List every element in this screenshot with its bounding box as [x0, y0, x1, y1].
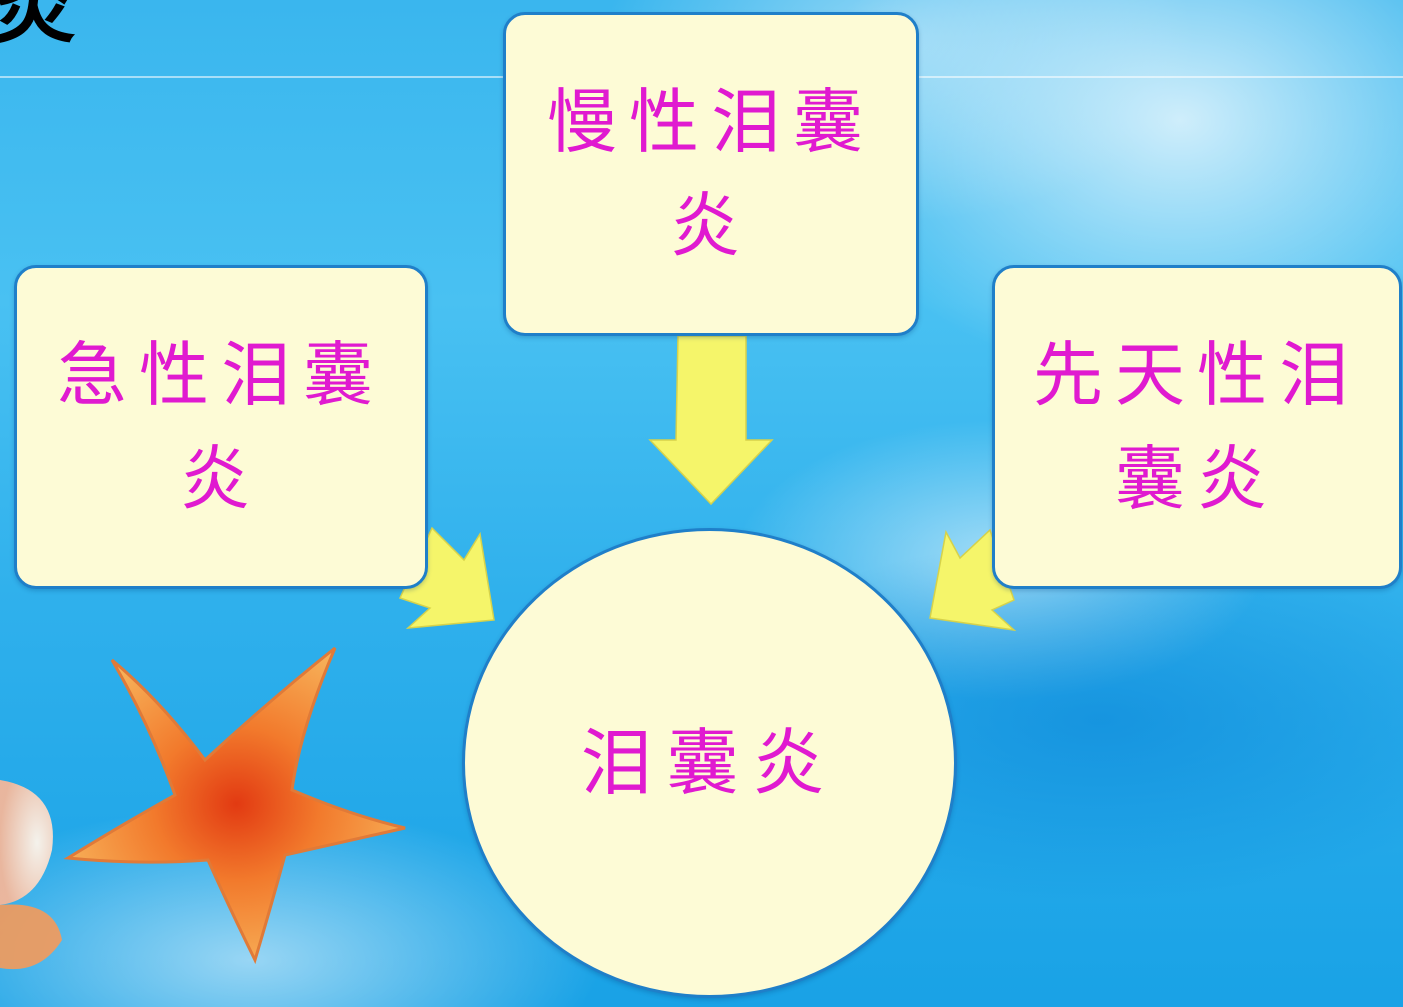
starfish-icon [63, 646, 406, 965]
node-label-acute: 急性泪囊炎 [57, 334, 385, 520]
slide-title-fragment: 炎 [0, 0, 77, 55]
node-acute-dacryocystitis: 急性泪囊炎 [14, 265, 428, 589]
arrow-chronic-to-center [648, 335, 774, 506]
node-congenital-dacryocystitis: 先天性泪囊炎 [992, 265, 1402, 589]
seashell-icon [0, 780, 62, 970]
center-node-dacryocystitis: 泪囊炎 [462, 528, 957, 998]
node-label-congenital: 先天性泪囊炎 [1033, 334, 1361, 520]
node-chronic-dacryocystitis: 慢性泪囊炎 [503, 12, 919, 336]
node-label-chronic: 慢性泪囊炎 [547, 81, 875, 267]
center-node-label: 泪囊炎 [580, 721, 839, 805]
